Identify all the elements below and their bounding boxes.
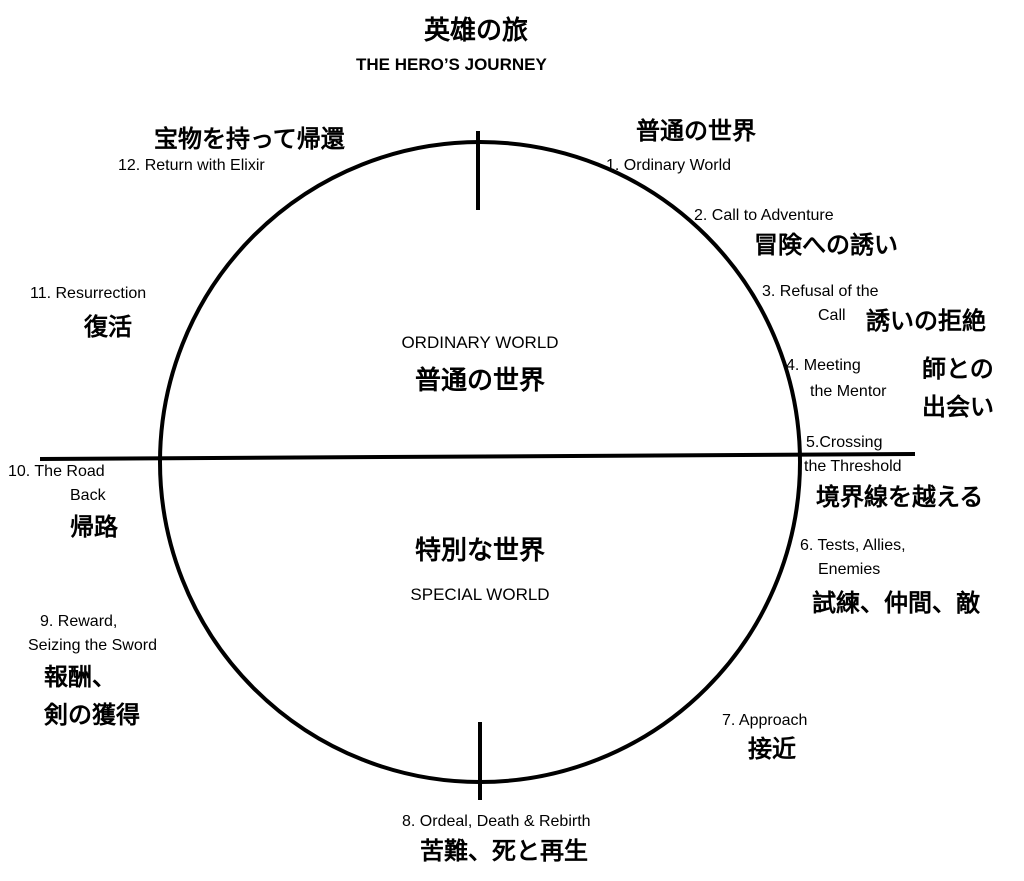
ordinary-world-japanese: 普通の世界 — [414, 366, 545, 396]
stage-1-label: 1. Ordinary World — [606, 157, 732, 174]
stage-6-label-line2: Enemies — [818, 561, 881, 578]
stage-9-japanese-line1: 報酬、 — [44, 662, 116, 691]
journey-circle — [158, 140, 802, 784]
stage-3-japanese: 誘いの拒絶 — [866, 306, 986, 335]
stage-3-label-line2: Call — [818, 307, 846, 324]
ordinary-world-label: ORDINARY WORLD — [401, 333, 559, 352]
stage-7-japanese: 接近 — [748, 734, 796, 763]
stage-9-japanese-line2: 剣の獲得 — [44, 700, 140, 729]
special-world-japanese: 特別な世界 — [414, 536, 545, 566]
stage-8-label: 8. Ordeal, Death & Rebirth — [402, 813, 591, 830]
stage-8-japanese: 苦難、死と再生 — [420, 836, 588, 865]
stage-12-japanese: 宝物を持って帰還 — [154, 124, 345, 153]
stage-11-japanese: 復活 — [84, 312, 132, 341]
stage-4-label-line1: 4. Meeting — [786, 357, 861, 374]
stage-9-label-line2: Seizing the Sword — [28, 637, 157, 654]
stage-10-label-line1: 10. The Road — [8, 463, 105, 480]
title-japanese: 英雄の旅 — [424, 16, 529, 46]
stage-10-label-line2: Back — [70, 487, 106, 504]
stage-9-label-line1: 9. Reward, — [40, 613, 118, 630]
stage-5-japanese: 境界線を越える — [816, 482, 984, 511]
stage-2-japanese: 冒険への誘い — [754, 230, 898, 259]
stage-1-japanese: 普通の世界 — [636, 116, 756, 145]
special-world-label: SPECIAL WORLD — [410, 585, 550, 604]
stage-5-label-line1: 5.Crossing — [806, 434, 883, 451]
stage-4-japanese-line2: 出会い — [922, 392, 994, 421]
stage-7-label: 7. Approach — [722, 712, 808, 729]
stage-11-label: 11. Resurrection — [30, 285, 147, 302]
stage-3-label-line1: 3. Refusal of the — [762, 283, 879, 300]
stage-4-label-line2: the Mentor — [810, 383, 887, 400]
stage-4-japanese-line1: 師との — [922, 354, 994, 383]
stage-6-label-line1: 6. Tests, Allies, — [800, 537, 906, 554]
threshold-line — [39, 452, 916, 461]
stage-12-label: 12. Return with Elixir — [118, 157, 265, 174]
stage-10-japanese: 帰路 — [70, 512, 118, 541]
stage-2-label: 2. Call to Adventure — [694, 207, 834, 224]
stage-6-japanese: 試練、仲間、敵 — [812, 588, 980, 617]
stage-5-label-line2: the Threshold — [804, 458, 902, 475]
title-english: THE HERO’S JOURNEY — [356, 55, 547, 74]
